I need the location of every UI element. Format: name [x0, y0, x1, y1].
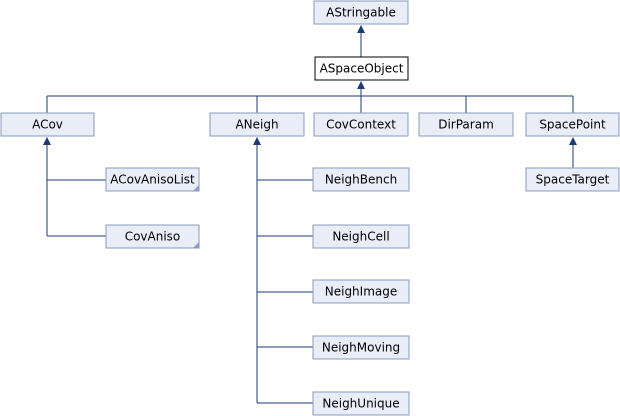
node-label: ACovAnisoList — [110, 173, 195, 187]
fold-corner-icon — [193, 242, 199, 248]
node-covcontext[interactable]: CovContext — [313, 112, 409, 137]
arrowhead-acov — [43, 137, 51, 145]
node-neighunique[interactable]: NeighUnique — [312, 391, 410, 416]
node-label: SpacePoint — [539, 118, 606, 132]
node-astringable[interactable]: AStringable — [313, 0, 409, 25]
node-label: AStringable — [326, 6, 396, 20]
node-acovanisolist[interactable]: ACovAnisoList — [105, 167, 200, 192]
node-label: CovContext — [326, 118, 396, 132]
node-neighimage[interactable]: NeighImage — [312, 279, 410, 304]
node-label: DirParam — [438, 118, 494, 132]
node-label: ACov — [32, 118, 63, 132]
fold-corner-icon — [193, 185, 199, 191]
node-label: ANeigh — [235, 118, 278, 132]
node-label: SpaceTarget — [536, 173, 610, 187]
node-neighmoving[interactable]: NeighMoving — [312, 335, 410, 360]
node-aneigh[interactable]: ANeigh — [209, 112, 305, 137]
node-neighcell[interactable]: NeighCell — [312, 224, 410, 249]
node-covaniso[interactable]: CovAniso — [105, 224, 200, 249]
arrowhead-astringable — [357, 25, 365, 33]
node-label: NeighBench — [325, 173, 397, 187]
node-acov[interactable]: ACov — [0, 112, 95, 137]
node-neighbench[interactable]: NeighBench — [312, 167, 410, 192]
node-label: NeighCell — [332, 230, 389, 244]
node-label: NeighImage — [325, 285, 398, 299]
arrowhead-aspaceobject — [357, 81, 365, 89]
node-spacepoint[interactable]: SpacePoint — [525, 112, 620, 137]
node-label: NeighMoving — [322, 341, 400, 355]
node-aspaceobject[interactable]: ASpaceObject — [314, 56, 409, 81]
arrowhead-aneigh — [253, 137, 261, 145]
node-label: CovAniso — [125, 230, 181, 244]
edges — [43, 25, 577, 404]
node-label: NeighUnique — [322, 397, 399, 411]
node-spacetarget[interactable]: SpaceTarget — [525, 167, 620, 192]
arrowhead-spacepoint — [569, 137, 577, 145]
node-dirparam[interactable]: DirParam — [418, 112, 514, 137]
node-label: ASpaceObject — [320, 62, 404, 76]
